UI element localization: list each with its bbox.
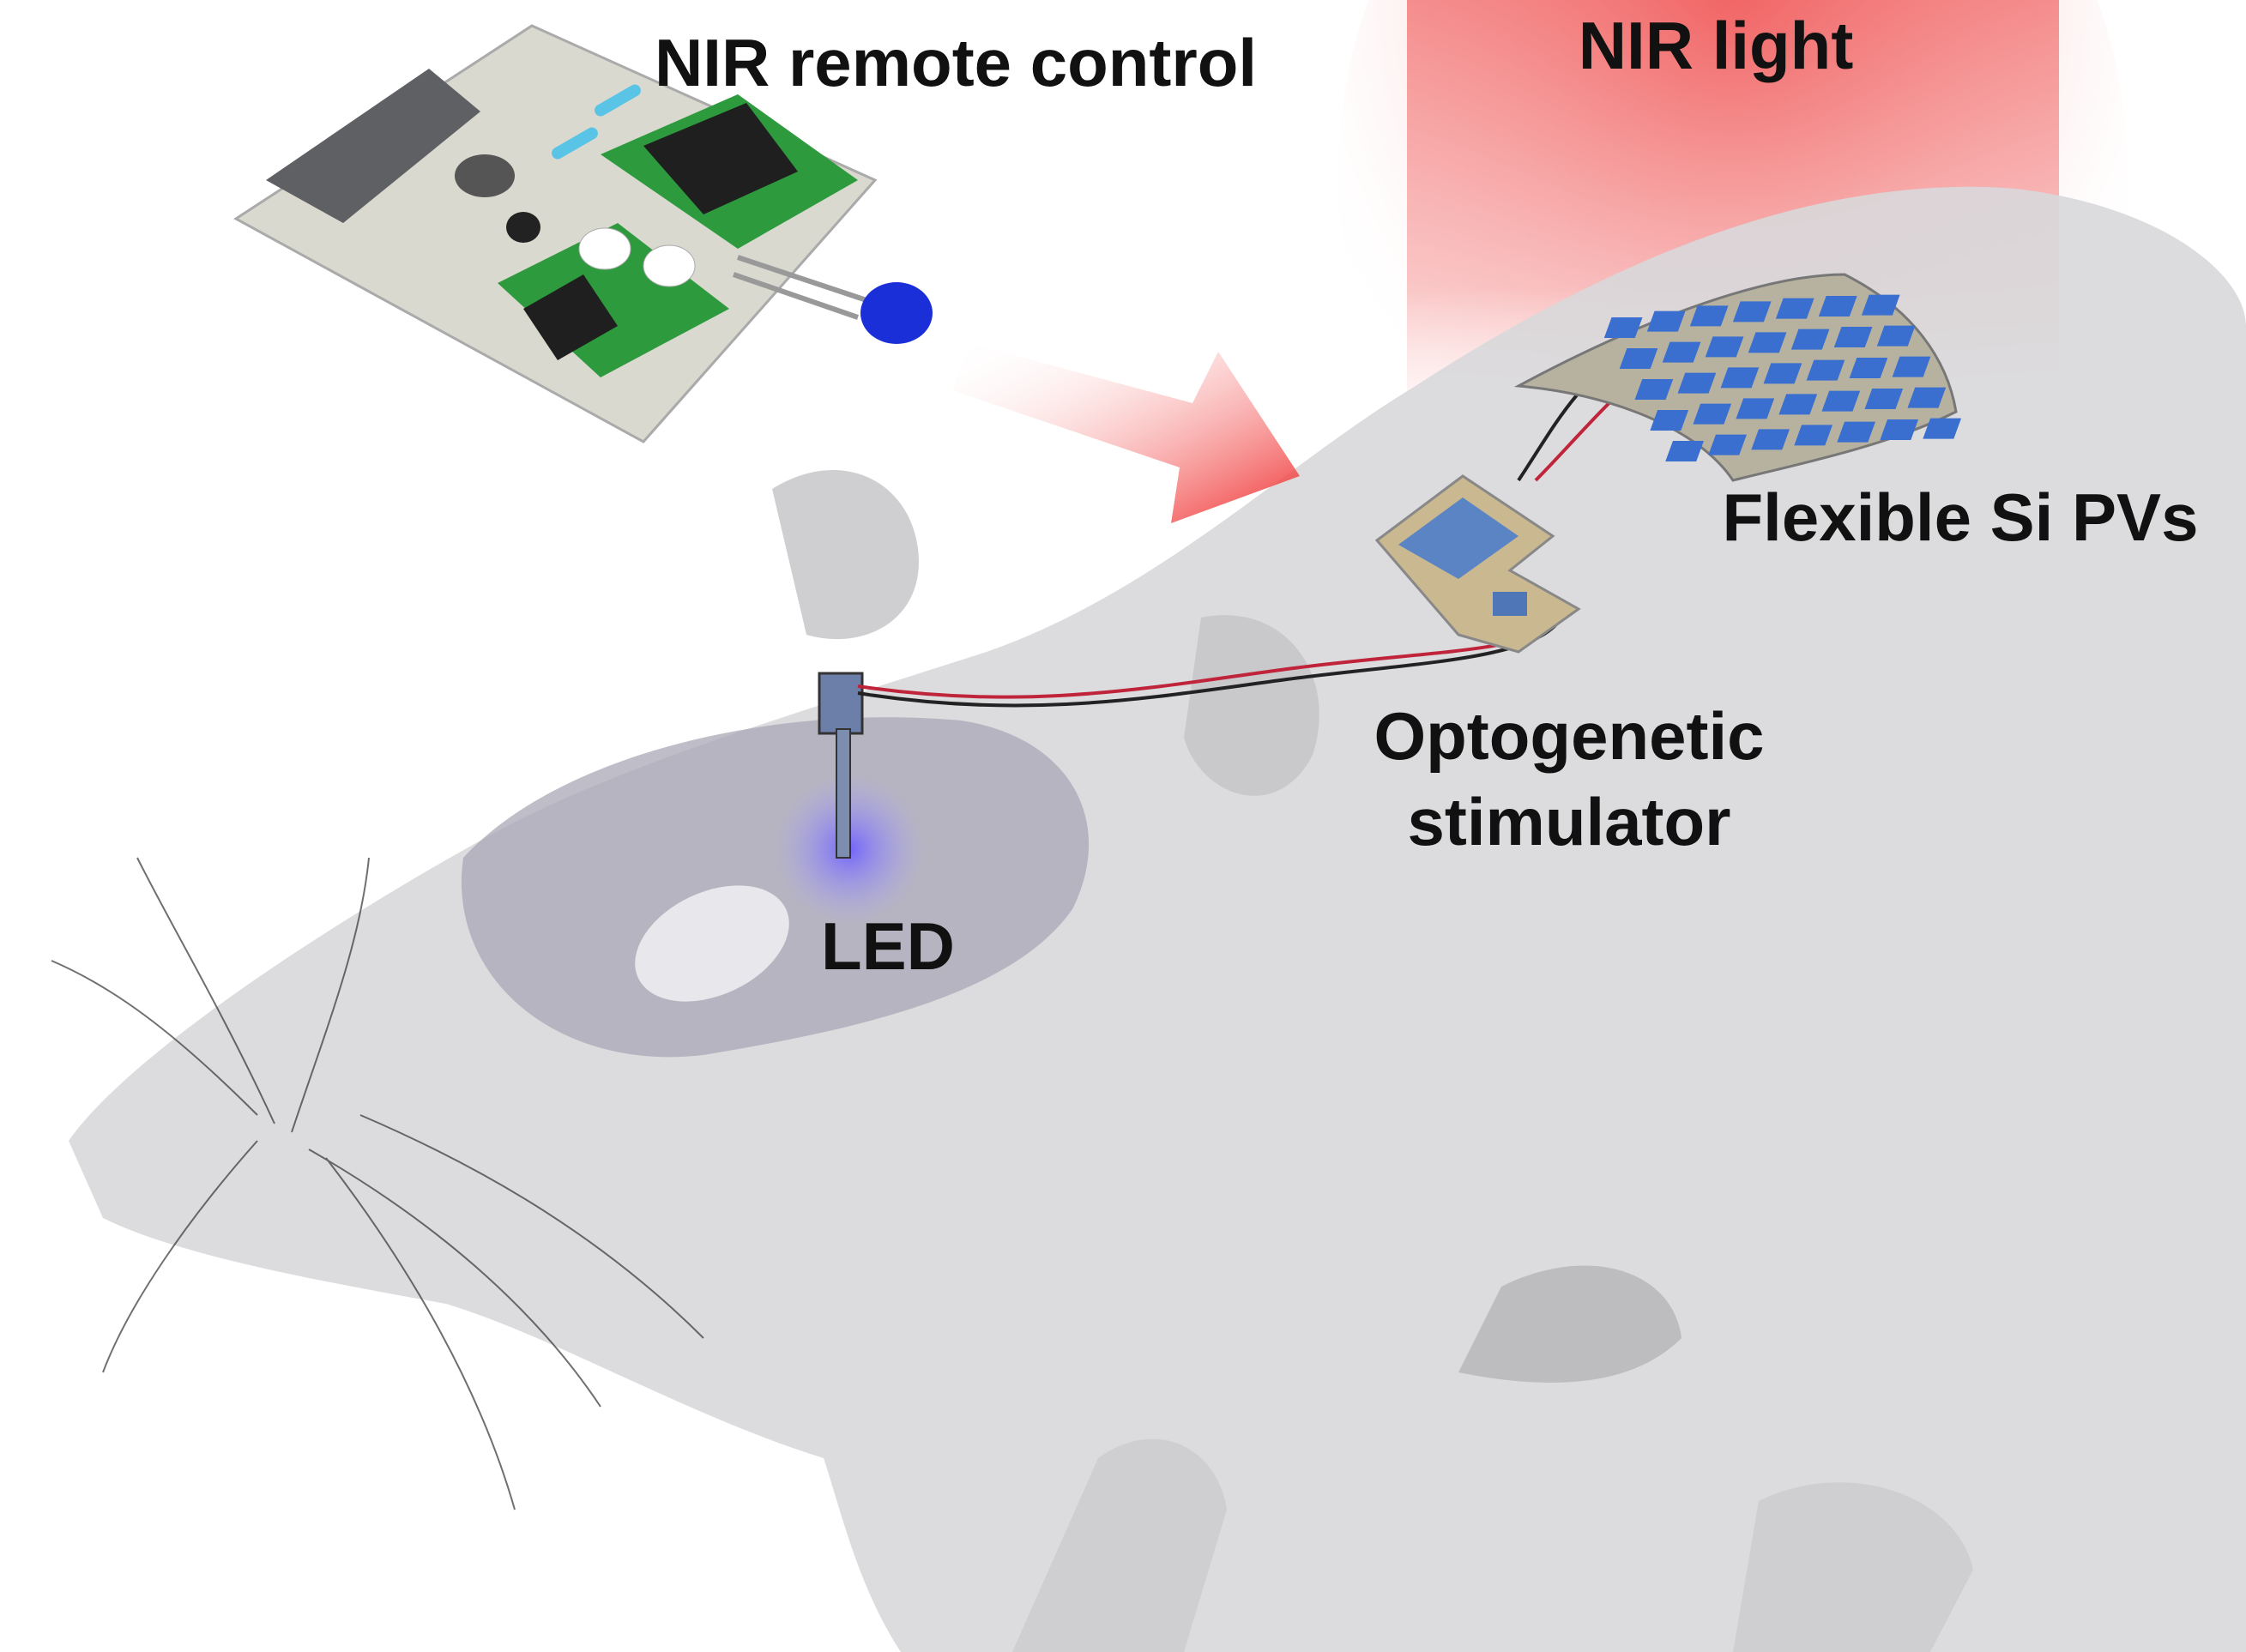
mouse-skull [461,717,1090,1058]
label-nir-remote-control: NIR remote control [655,25,1257,100]
mouse-silhouette [69,186,2246,1652]
label-stimulator: stimulator [1407,784,1730,859]
pv-cell [1634,379,1674,400]
pv-cell [1720,367,1760,389]
pv-cell [1923,418,1962,439]
pv-cell [1806,359,1845,381]
pv-cell [1603,317,1643,338]
pv-cell [1876,325,1916,347]
pv-cell [1790,329,1830,350]
nir-led-bulb [860,282,933,344]
pv-cell [1763,363,1802,384]
pv-cell [1864,389,1904,409]
label-optogenetic: Optogenetic [1374,698,1764,774]
pv-cell [1880,419,1919,440]
pv-cell [1821,390,1861,412]
whiskers [51,857,704,1510]
pv-cell [1646,311,1686,332]
label-nir-light: NIR light [1579,8,1854,83]
pv-cell [1775,298,1814,319]
pv-cell [1665,441,1704,461]
pv-cell [1693,403,1732,425]
pv-cell [1794,425,1833,446]
pv-cell [1751,429,1790,450]
pv-cell [1705,336,1744,358]
nir-arrow [952,343,1300,523]
pv-cell [1861,294,1900,316]
pv-cell [1736,398,1775,419]
optogenetic-stimulator [1374,474,1581,654]
pv-cell [1892,356,1931,377]
pv-cell [1833,327,1873,347]
pv-cell [1849,358,1888,378]
pv-cell [1619,348,1658,369]
flexible-si-pv-array [1513,273,1962,482]
pv-cell [1778,394,1818,415]
pv-cell [1677,372,1717,394]
label-flexible-si-pvs: Flexible Si PVs [1723,479,2199,555]
led-implant [772,672,927,926]
pv-cell [1662,341,1701,363]
pv-cell [1732,301,1772,323]
pv-cell [1708,434,1747,455]
pv-cell [1837,421,1876,443]
pv-cell [1748,332,1787,353]
pv-cell [1650,410,1689,431]
pv-cell [1818,296,1857,317]
pv-cell [1907,387,1947,408]
pv-cell [1689,305,1729,327]
nir-remote-control-board [233,24,933,443]
label-led: LED [821,908,955,984]
